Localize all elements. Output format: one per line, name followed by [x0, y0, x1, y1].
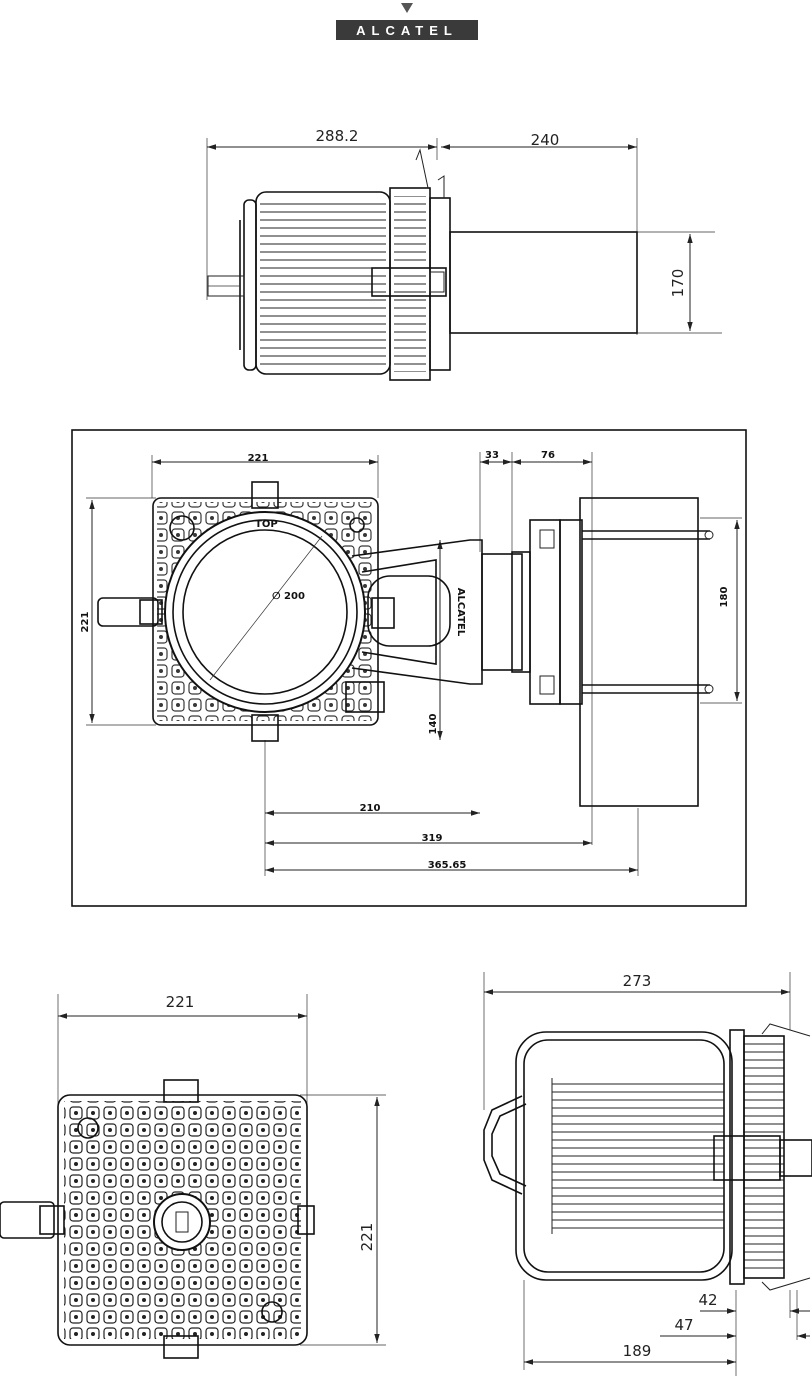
label-brand-vertical: ALCATEL [455, 588, 466, 637]
dim-189: 189 [623, 1342, 652, 1360]
alcatel-logo: ALCATEL [336, 3, 478, 40]
dim-depth: 240 [531, 131, 560, 149]
dim-319: 319 [422, 833, 443, 844]
dim-width-body: 288.2 [316, 127, 359, 145]
plan-view: 221 33 76 221 180 140 210 319 365.65 [72, 430, 746, 906]
side-view-top: 288.2 240 170 [207, 127, 722, 380]
dim-back-height: 221 [358, 1223, 376, 1252]
dim-plan-width: 221 [248, 453, 269, 464]
dim-diameter: ∅ 200 [272, 591, 305, 602]
side-view-bottom: 273 42 47 189 [484, 972, 812, 1376]
dim-back-width: 221 [166, 993, 195, 1011]
dim-offset: 76 [541, 450, 555, 461]
dim-42: 42 [698, 1291, 717, 1309]
dim-side-width: 273 [623, 972, 652, 990]
dim-gap: 33 [485, 450, 499, 461]
dim-plan-height: 221 [80, 612, 91, 633]
dim-vertical: 140 [428, 714, 439, 735]
dim-height: 170 [669, 269, 687, 298]
dim-plan-right: 180 [719, 587, 730, 608]
dim-47: 47 [674, 1316, 693, 1334]
label-top: TOP [255, 519, 278, 530]
back-view: 221 221 [0, 993, 386, 1358]
logo-text: ALCATEL [356, 23, 458, 38]
dim-365: 365.65 [428, 860, 467, 871]
dim-210: 210 [360, 803, 381, 814]
